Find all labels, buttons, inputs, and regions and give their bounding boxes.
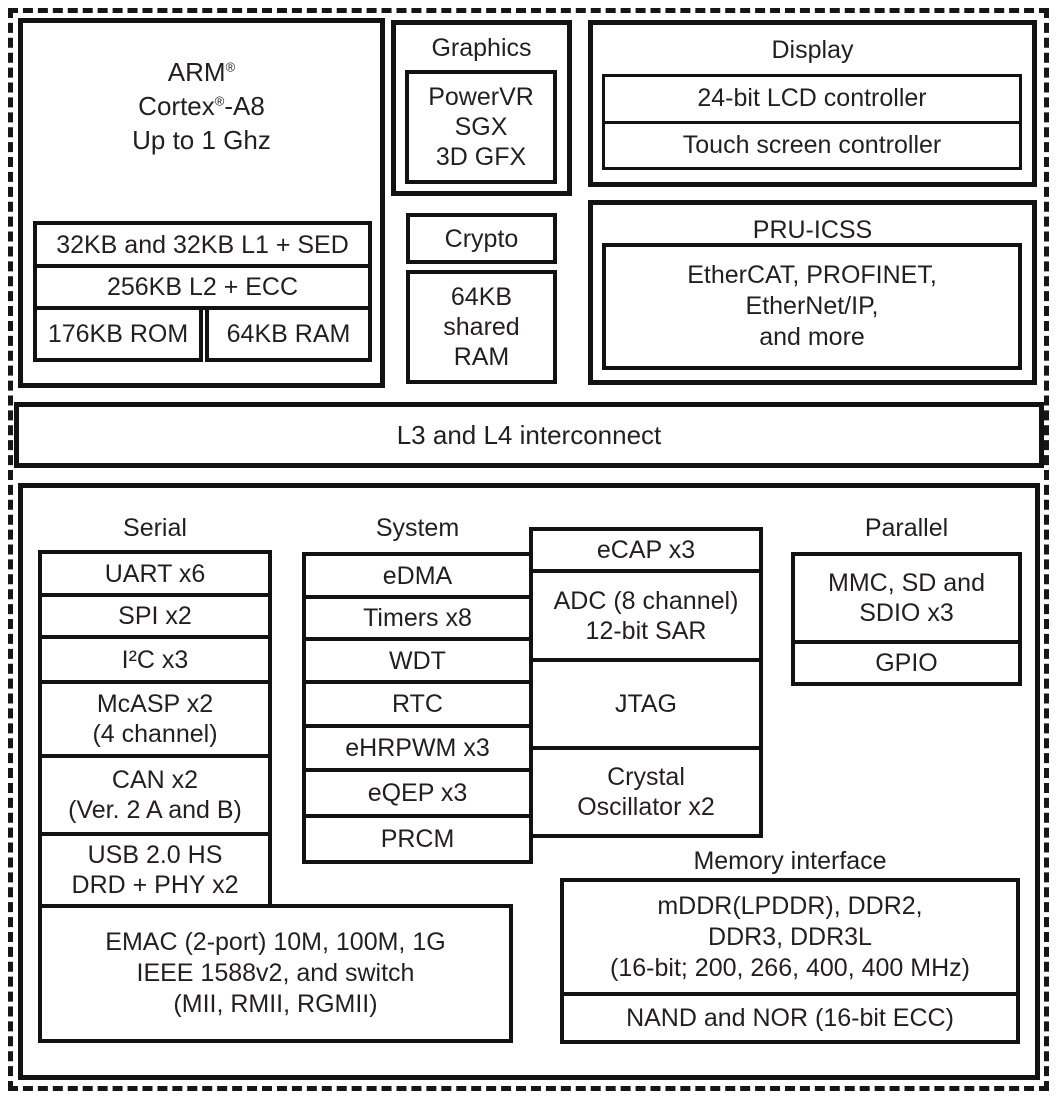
- touch-controller-row: Touch screen controller: [605, 124, 1019, 168]
- can-label: CAN x2(Ver. 2 A and B): [68, 766, 242, 824]
- serial-spi-box: SPI x2: [38, 593, 272, 639]
- system-eqep-box: eQEP x3: [302, 768, 533, 818]
- serial-mcasp-box: McASP x2(4 channel): [38, 680, 272, 758]
- jtag-label: JTAG: [614, 690, 678, 718]
- l2-cache-box: 256KB L2 + ECC: [33, 264, 372, 310]
- ddr-box: mDDR(LPDDR), DDR2,DDR3, DDR3L(16-bit; 20…: [560, 878, 1020, 996]
- arm-title: ARM® Cortex®-A8 Up to 1 Ghz: [132, 23, 271, 157]
- ecap-label: eCAP x3: [596, 536, 696, 564]
- display-controllers-box: 24-bit LCD controller Touch screen contr…: [602, 74, 1022, 170]
- nand-nor-label: NAND and NOR (16-bit ECC): [626, 1004, 954, 1032]
- pru-protocols-label: EtherCAT, PROFINET,EtherNet/IP,and more: [687, 261, 937, 351]
- system-edma-box: eDMA: [302, 552, 533, 599]
- system-header: System: [375, 514, 460, 542]
- serial-header: Serial: [123, 514, 187, 542]
- gpio-box: GPIO: [791, 640, 1022, 686]
- adc-label: ADC (8 channel)12-bit SAR: [553, 586, 739, 645]
- spi-label: SPI x2: [118, 602, 192, 630]
- system-timers-box: Timers x8: [302, 595, 533, 641]
- serial-i2c-box: I²C x3: [38, 635, 272, 684]
- ecap-box: eCAP x3: [529, 527, 763, 573]
- adc-box: ADC (8 channel)12-bit SAR: [529, 569, 763, 662]
- lcd-controller-row: 24-bit LCD controller: [605, 77, 1019, 124]
- touch-controller-label: Touch screen controller: [682, 130, 942, 159]
- arm-clock-line: Up to 1 Ghz: [132, 125, 271, 155]
- ram-label: 64KB RAM: [226, 320, 351, 348]
- crypto-label: Crypto: [444, 224, 519, 253]
- interconnect-label: L3 and L4 interconnect: [396, 420, 662, 450]
- crypto-box: Crypto: [406, 213, 557, 264]
- pru-protocols-box: EtherCAT, PROFINET,EtherNet/IP,and more: [602, 243, 1022, 370]
- gpio-label: GPIO: [875, 649, 938, 677]
- registered-mark: ®: [214, 93, 225, 109]
- system-ehrpwm-box: eHRPWM x3: [302, 724, 533, 772]
- ehrpwm-label: eHRPWM x3: [345, 734, 490, 762]
- l2-cache-label: 256KB L2 + ECC: [106, 273, 299, 301]
- timers-label: Timers x8: [363, 604, 472, 632]
- l1-cache-label: 32KB and 32KB L1 + SED: [56, 230, 349, 259]
- uart-label: UART x6: [104, 559, 206, 588]
- interconnect-bar: L3 and L4 interconnect: [14, 402, 1044, 468]
- mcasp-label: McASP x2(4 channel): [92, 690, 218, 748]
- arm-name-line: ARM®: [167, 57, 236, 87]
- ram-box: 64KB RAM: [205, 306, 372, 362]
- registered-mark: ®: [225, 59, 236, 75]
- i2c-label: I²C x3: [121, 645, 189, 674]
- rtc-label: RTC: [392, 690, 443, 718]
- lcd-controller-label: 24-bit LCD controller: [697, 84, 927, 113]
- chip-boundary-dashed-border: [8, 8, 1049, 1091]
- system-rtc-box: RTC: [302, 680, 533, 728]
- prcm-label: PRCM: [380, 825, 455, 853]
- ddr-label: mDDR(LPDDR), DDR2,DDR3, DDR3L(16-bit; 20…: [610, 891, 970, 982]
- edma-label: eDMA: [382, 561, 453, 590]
- nand-nor-box: NAND and NOR (16-bit ECC): [560, 992, 1020, 1044]
- l1-cache-box: 32KB and 32KB L1 + SED: [33, 221, 372, 268]
- display-title: Display: [771, 36, 854, 64]
- rom-box: 176KB ROM: [33, 306, 203, 362]
- wdt-label: WDT: [389, 646, 446, 675]
- rom-label: 176KB ROM: [47, 320, 189, 348]
- memory-interface-header: Memory interface: [693, 847, 887, 875]
- eqep-label: eQEP x3: [367, 779, 468, 807]
- graphics-title: Graphics: [431, 34, 532, 62]
- system-prcm-box: PRCM: [302, 814, 533, 864]
- serial-uart-box: UART x6: [38, 550, 272, 597]
- arm-cortex-line: Cortex®-A8: [138, 91, 265, 121]
- pru-icss-title: PRU-ICSS: [752, 216, 873, 244]
- jtag-box: JTAG: [529, 658, 763, 750]
- system-wdt-box: WDT: [302, 637, 533, 684]
- serial-can-box: CAN x2(Ver. 2 A and B): [38, 754, 272, 836]
- parallel-header: Parallel: [864, 514, 949, 542]
